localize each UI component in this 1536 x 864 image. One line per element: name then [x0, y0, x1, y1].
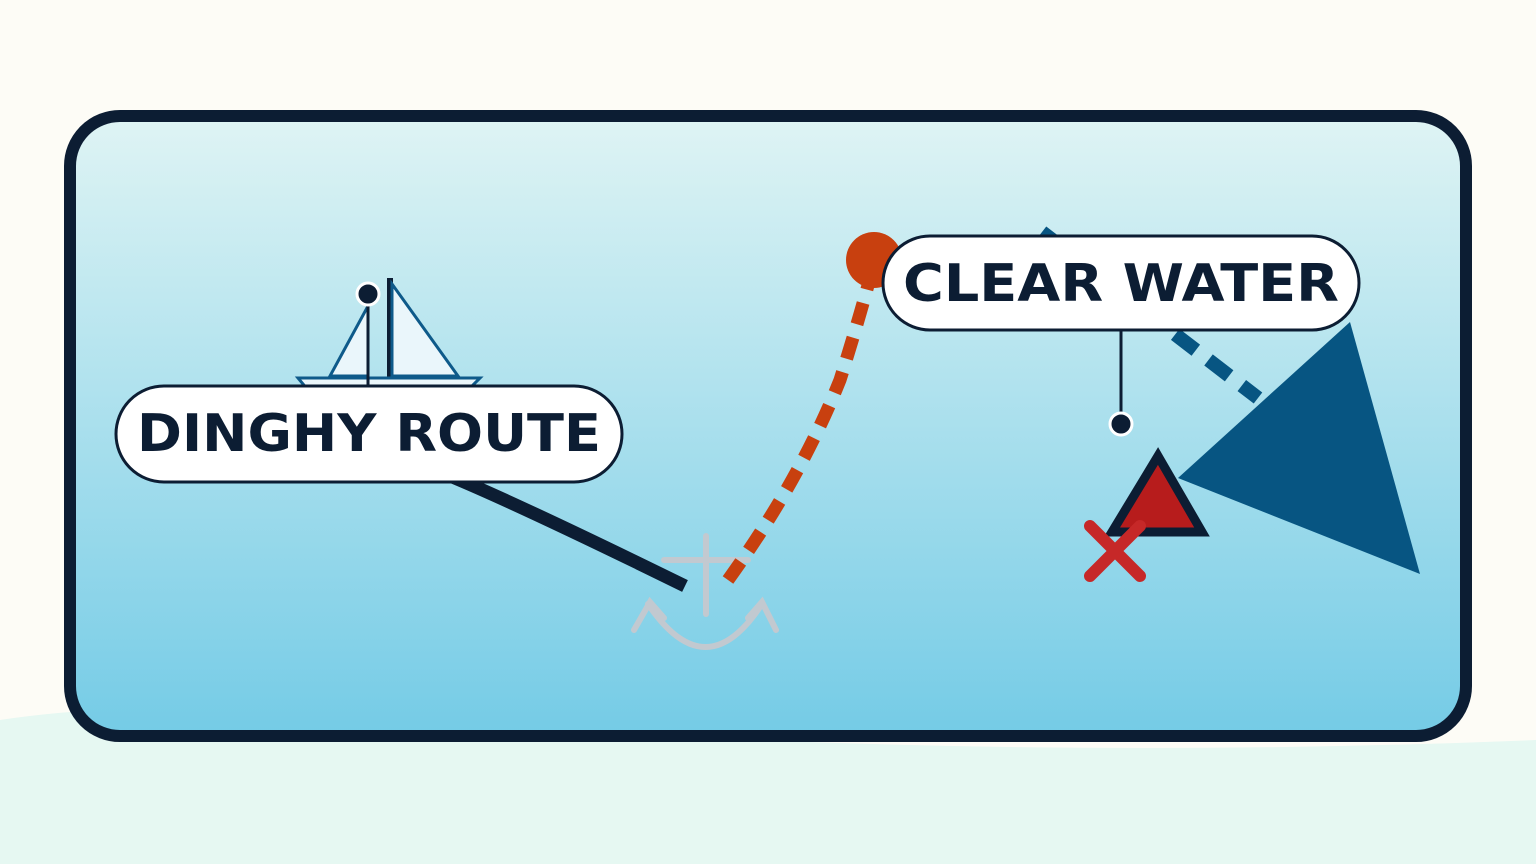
flag-pennant-icon [1178, 322, 1420, 574]
dinghy-route-line [447, 469, 688, 592]
clear-water-callout: CLEAR WATER [881, 234, 1361, 437]
hazard-triangle-icon [1104, 447, 1210, 537]
anchor-icon [631, 533, 779, 650]
dinghy-route-callout: DINGHY ROUTE [114, 281, 624, 484]
background-hill [0, 707, 1536, 864]
x-mark-icon [1084, 520, 1146, 582]
orange-dotted-route [722, 256, 882, 584]
dinghy-route-label-box [114, 384, 624, 484]
clear-water-label: CLEAR WATER [903, 254, 1339, 314]
dinghy-route-label: DINGHY ROUTE [137, 404, 601, 464]
clear-water-label-box [881, 234, 1361, 332]
